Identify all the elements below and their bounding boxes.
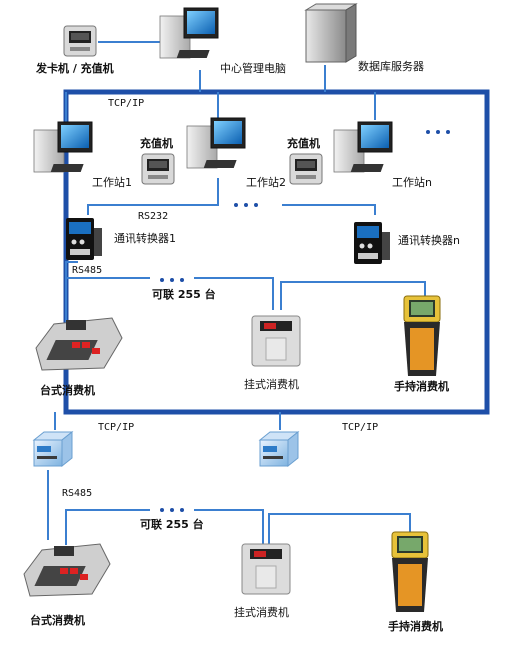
- workstation-2: [186, 117, 246, 169]
- wall-pos-bottom: [241, 543, 291, 595]
- net-converter-left: [33, 431, 73, 467]
- rs485-bottom-label: RS485: [62, 488, 92, 499]
- more-converters-dots: [234, 203, 258, 207]
- converter-n-label: 通讯转换器n: [398, 233, 460, 247]
- connection-lines: [47, 41, 426, 545]
- database-server: [304, 3, 358, 63]
- handheld-pos-bottom-label: 手持消费机: [388, 619, 443, 633]
- converter-n: [354, 222, 390, 264]
- tcpip-top-label: TCP/IP: [108, 98, 144, 109]
- more-workstations-dots: [426, 130, 450, 134]
- handheld-pos-top: [403, 295, 441, 377]
- db-server-label: 数据库服务器: [358, 59, 424, 73]
- converter-1: [66, 218, 102, 260]
- desk-pos-bottom-label: 台式消费机: [30, 613, 85, 627]
- converter-1-label: 通讯转换器1: [114, 231, 176, 245]
- link-dots-bottom: [160, 508, 184, 512]
- link-255-top-label: 可联 255 台: [152, 287, 216, 301]
- recharger-1-device: [141, 153, 175, 185]
- desk-pos-top: [35, 317, 123, 371]
- workstation-n: [333, 121, 393, 173]
- desk-pos-bottom: [23, 543, 111, 597]
- workstation-1-label: 工作站1: [92, 175, 132, 189]
- central-pc: [159, 7, 219, 59]
- rs232-label: RS232: [138, 211, 168, 222]
- workstation-n-label: 工作站n: [392, 175, 432, 189]
- handheld-pos-bottom: [391, 531, 429, 613]
- net-converter-right: [259, 431, 299, 467]
- rs485-top-label: RS485: [72, 265, 102, 276]
- link-255-bottom-label: 可联 255 台: [140, 517, 204, 531]
- tcpip-bottom-right-label: TCP/IP: [342, 422, 378, 433]
- desk-pos-top-label: 台式消费机: [40, 383, 95, 397]
- central-pc-label: 中心管理电脑: [220, 61, 286, 75]
- handheld-pos-top-label: 手持消费机: [394, 379, 449, 393]
- recharger-1-label: 充值机: [140, 136, 173, 150]
- workstation-1: [33, 121, 93, 173]
- wall-pos-top: [251, 315, 301, 367]
- card-issuer-label: 发卡机 / 充值机: [35, 61, 114, 75]
- link-dots-top: [160, 278, 184, 282]
- workstation-2-label: 工作站2: [246, 175, 286, 189]
- tcpip-bottom-left-label: TCP/IP: [98, 422, 134, 433]
- card-issuer-device: [63, 25, 97, 57]
- wall-pos-top-label: 挂式消费机: [244, 377, 299, 391]
- recharger-2-label: 充值机: [287, 136, 320, 150]
- wall-pos-bottom-label: 挂式消费机: [234, 605, 289, 619]
- recharger-2-device: [289, 153, 323, 185]
